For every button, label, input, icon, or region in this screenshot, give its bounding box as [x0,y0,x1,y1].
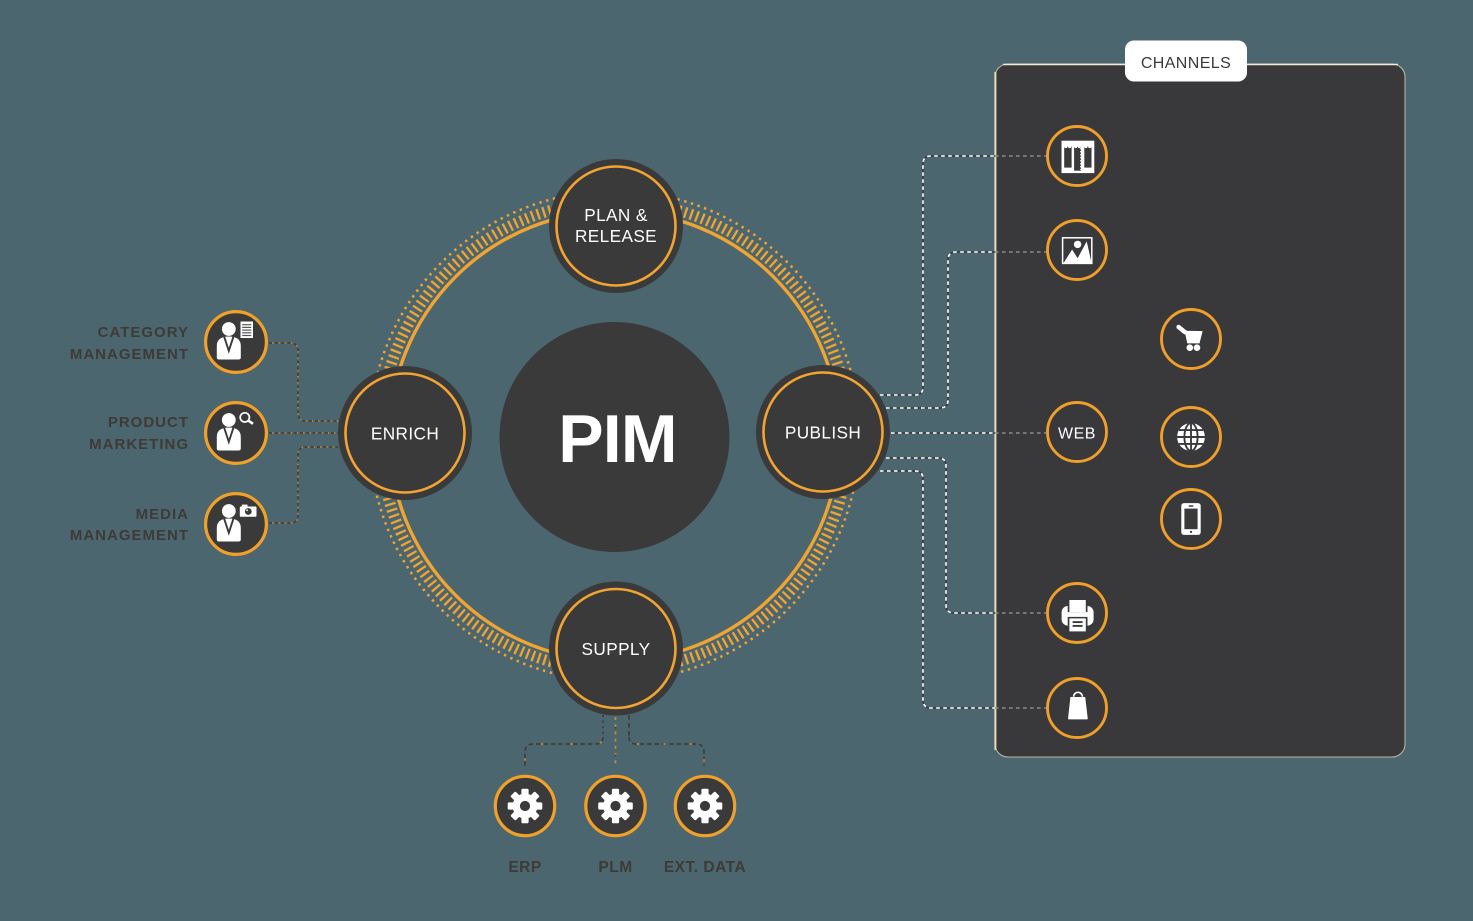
svg-text:CATEGORY: CATEGORY [98,324,189,341]
svg-text:MEDIA: MEDIA [136,506,189,523]
svg-text:WEB: WEB [1058,426,1096,443]
svg-text:SUPPLY: SUPPLY [582,639,651,659]
svg-text:PLM: PLM [598,859,632,876]
svg-text:PLAN &: PLAN & [584,205,648,225]
svg-text:PUBLISH: PUBLISH [785,422,861,442]
svg-text:ENRICH: ENRICH [371,423,439,443]
svg-text:RELEASE: RELEASE [575,226,657,246]
svg-text:MANAGEMENT: MANAGEMENT [70,527,189,544]
svg-text:EXT. DATA: EXT. DATA [664,859,746,876]
svg-text:ERP: ERP [508,859,541,876]
svg-text:CHANNELS: CHANNELS [1141,55,1231,72]
svg-text:PIM: PIM [558,401,677,477]
svg-text:MANAGEMENT: MANAGEMENT [70,346,189,363]
svg-text:MARKETING: MARKETING [89,436,189,453]
svg-text:PRODUCT: PRODUCT [108,414,189,431]
